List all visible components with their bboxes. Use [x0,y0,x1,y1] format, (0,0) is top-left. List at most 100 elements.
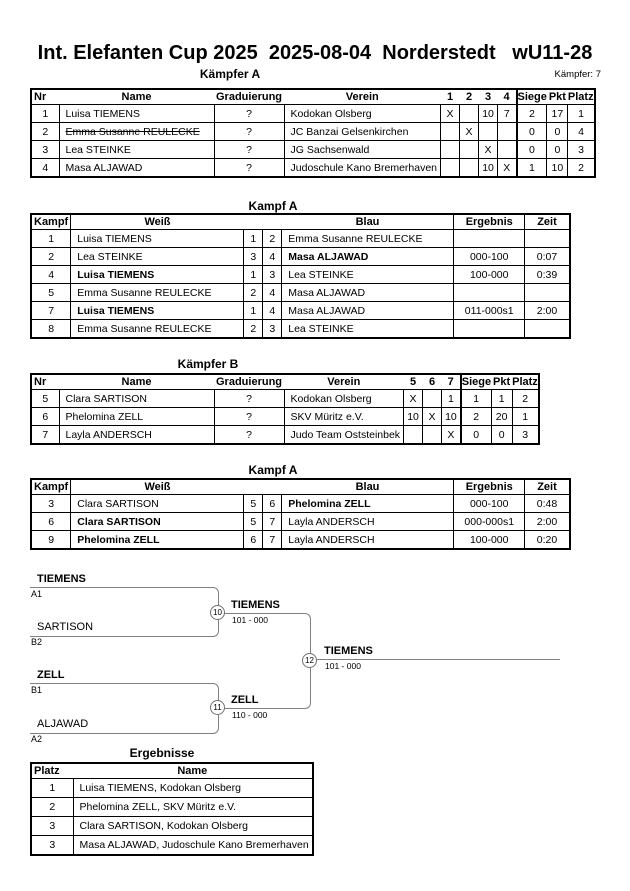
table-row: 4 Luisa TIEMENS 1 3 Lea STEINKE 100-000 … [30,265,571,284]
section-title-pool-a: Kämpfer A [199,67,261,81]
table-row: 4 Masa ALJAWAD ? Judoschule Kano Bremerh… [30,158,596,178]
column-header: 6 [422,374,442,390]
blue-nr-cell: 2 [262,229,283,248]
column-header: Weiß [70,479,244,495]
points-cell: 17 [546,104,569,123]
white-fighter-cell: Emma Susanne REULECKE [70,319,245,339]
bracket-seed-label: A1 [31,589,43,599]
mark-cell: X [440,104,461,123]
column-header: Pkt [546,89,568,105]
mark-cell: X [441,425,462,445]
points-cell: 10 [546,158,569,178]
place-cell: 3 [567,140,596,159]
white-nr-cell: 1 [243,229,264,248]
white-nr-cell: 1 [243,301,264,320]
mark-cell: X [497,158,518,178]
pool-a-table: Nr Name Graduierung Verein 1 2 3 4 Siege… [30,88,596,178]
column-header: Nr [31,89,59,105]
mark-cell: 10 [403,407,424,426]
column-header: 1 [440,89,460,105]
section-title-results: Ergebnisse [129,746,195,760]
table-row: 1 Luisa TIEMENS, Kodokan Olsberg [30,778,314,798]
column-header: Weiß [70,214,244,230]
header-row: Nr Name Graduierung Verein 5 6 7 Siege P… [31,374,539,390]
column-header: Siege [459,374,492,390]
column-header [243,479,282,495]
result-cell [453,283,526,302]
table-row: 3 Masa ALJAWAD, Judoschule Kano Bremerha… [30,835,314,856]
column-header: 5 [403,374,423,390]
mark-cell: 10 [478,104,499,123]
time-cell: 0:20 [524,530,571,550]
time-cell [524,229,571,248]
fight-nr-cell: 7 [30,301,72,320]
blue-fighter-cell: Lea STEINKE [281,319,455,339]
result-cell: 000-000s1 [453,512,526,531]
blue-fighter-cell: Masa ALJAWAD [281,283,455,302]
white-fighter-cell-winner: Phelomina ZELL [70,530,245,550]
club-cell: Judo Team Oststeinbek [283,425,405,445]
table-row: 7 Luisa TIEMENS 1 4 Masa ALJAWAD 011-000… [30,301,571,320]
time-cell [524,283,571,302]
white-nr-cell: 5 [243,494,264,513]
column-header: Nr [31,374,59,390]
wins-cell: 2 [515,104,548,123]
column-header: Verein [284,374,404,390]
result-cell: 000-100 [453,247,526,266]
bracket-score: 101 - 000 [325,661,361,671]
bracket-line-winner-10 [218,613,311,662]
white-nr-cell: 5 [243,512,264,531]
time-cell: 2:00 [524,301,571,320]
column-header: Siege [515,89,547,105]
points-cell: 0 [490,425,513,445]
nr-cell: 6 [30,407,60,426]
column-header: Zeit [524,479,570,495]
graduation-cell: ? [213,407,285,426]
fight-nr-cell: 1 [30,229,72,248]
section-title-fights-a: Kampf A [248,199,298,213]
graduation-cell: ? [213,122,285,141]
white-fighter-cell-winner: Luisa TIEMENS [70,301,245,320]
time-cell [524,319,571,339]
blue-fighter-cell: Emma Susanne REULECKE [281,229,455,248]
time-cell: 2:00 [524,512,571,531]
graduation-cell: ? [213,140,285,159]
table-row: 5 Emma Susanne REULECKE 2 4 Masa ALJAWAD [30,283,571,302]
table-row: 2 Phelomina ZELL, SKV Müritz e.V. [30,797,314,817]
white-nr-cell: 1 [243,265,264,284]
white-nr-cell: 6 [243,530,264,550]
fighter-count-label: Kämpfer: 7 [554,69,601,80]
place-cell: 4 [567,122,596,141]
table-row: 8 Emma Susanne REULECKE 2 3 Lea STEINKE [30,319,571,339]
column-header: Name [73,763,313,779]
result-cell: 000-100 [453,494,526,513]
table-row: 5 Clara SARTISON ? Kodokan Olsberg X 1 1… [30,389,540,408]
club-cell: JC Banzai Gelsenkirchen [283,122,442,141]
column-header: Platz [512,374,539,390]
header-row: Platz Name [31,763,313,779]
bracket-entry-name: ZELL [37,669,65,681]
table-row: 6 Phelomina ZELL ? SKV Müritz e.V. 10 X … [30,407,540,426]
place-cell: 1 [30,778,74,798]
result-cell: 100-000 [453,530,526,550]
bracket-entry-name: SARTISON [37,621,94,633]
blue-nr-cell: 3 [262,265,283,284]
points-cell: 1 [490,389,513,408]
bracket-entry-name: TIEMENS [37,573,86,585]
result-name-cell: Luisa TIEMENS, Kodokan Olsberg [72,778,314,798]
white-fighter-cell: Luisa TIEMENS [70,229,245,248]
blue-nr-cell: 4 [262,301,283,320]
result-name-cell: Clara SARTISON, Kodokan Olsberg [72,816,314,836]
bracket-score: 110 - 000 [232,710,268,720]
wins-cell: 0 [459,425,492,445]
blue-nr-cell: 7 [262,512,283,531]
mark-cell [478,122,499,141]
club-cell: SKV Müritz e.V. [283,407,405,426]
bracket-score: 101 - 000 [232,615,268,625]
nr-cell: 4 [30,158,60,178]
nr-cell: 7 [30,425,60,445]
place-cell: 3 [30,816,74,836]
place-cell: 2 [511,389,540,408]
white-fighter-cell: Emma Susanne REULECKE [70,283,245,302]
white-nr-cell: 3 [243,247,264,266]
